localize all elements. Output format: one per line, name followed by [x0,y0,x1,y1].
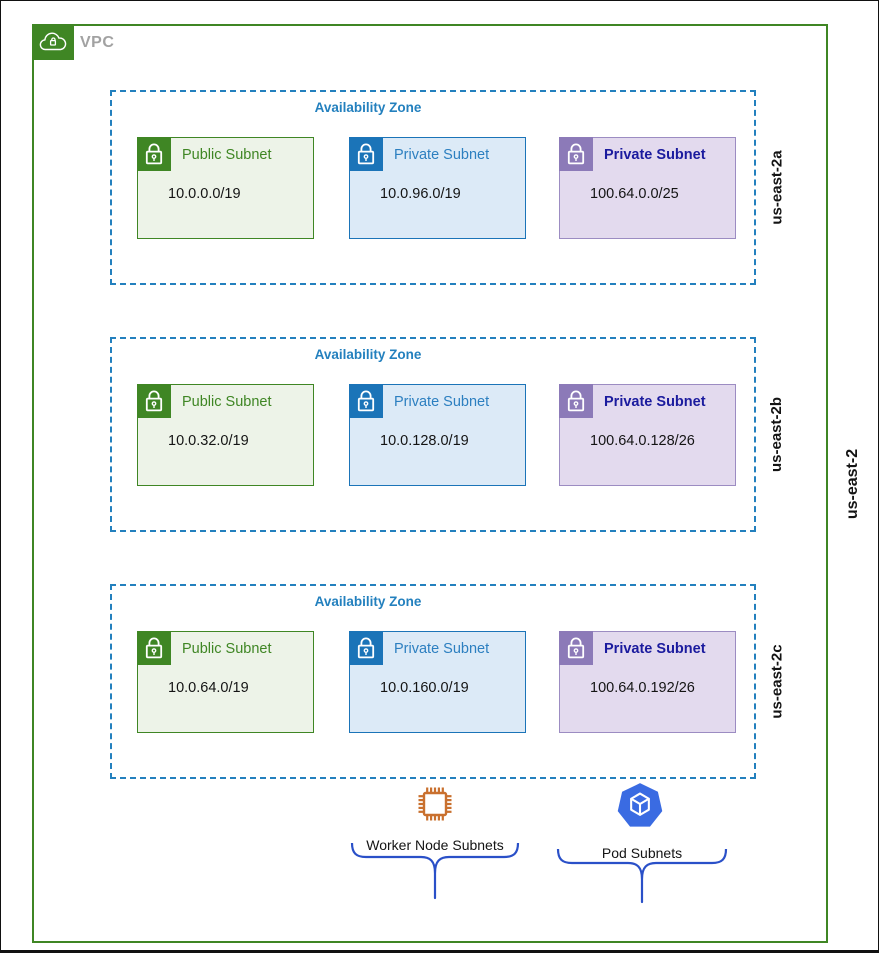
vpc-container: VPC Availability Zone Public Subnet 10.0… [32,24,828,943]
subnet-label: Private Subnet [394,394,490,410]
public-subnet-box: Public Subnet 10.0.32.0/19 [137,384,314,486]
vpc-label: VPC [80,34,115,51]
az-name-label-c: us-east-2c [768,644,786,719]
vpc-cloud-lock-icon [32,24,74,60]
pod-subnets-label: Pod Subnets [601,845,683,861]
subnet-cidr: 10.0.64.0/19 [168,680,249,696]
subnet-label: Public Subnet [182,147,272,163]
availability-zone-box-a: Availability Zone Public Subnet 10.0.0.0… [110,90,756,285]
public-subnet-box: Public Subnet 10.0.0.0/19 [137,137,314,239]
public-subnet-box: Public Subnet 10.0.64.0/19 [137,631,314,733]
subnet-cidr: 10.0.128.0/19 [380,433,469,449]
subnet-cidr: 100.64.0.192/26 [590,680,695,696]
lock-icon [349,631,383,665]
kubernetes-heptagon-cube-icon [614,779,666,831]
az-name-label-b: us-east-2b [768,396,786,473]
pod-subnets-brace [556,849,728,905]
subnet-cidr: 10.0.160.0/19 [380,680,469,696]
az-name-label-a: us-east-2a [768,150,786,225]
availability-zone-box-b: Availability Zone Public Subnet 10.0.32.… [110,337,756,532]
cpu-chip-icon [415,784,455,824]
subnet-cidr: 100.64.0.0/25 [590,186,679,202]
subnet-label: Private Subnet [394,641,490,657]
worker-subnets-brace [350,843,520,901]
availability-zone-box-c: Availability Zone Public Subnet 10.0.64.… [110,584,756,779]
private-pod-subnet-box: Private Subnet 100.64.0.0/25 [559,137,736,239]
private-subnet-box: Private Subnet 10.0.96.0/19 [349,137,526,239]
region-label: us-east-2 [844,448,861,519]
private-pod-subnet-box: Private Subnet 100.64.0.128/26 [559,384,736,486]
az-title: Availability Zone [314,100,422,115]
private-subnet-box: Private Subnet 10.0.128.0/19 [349,384,526,486]
lock-icon [559,631,593,665]
open-lock-icon [137,631,171,665]
subnet-cidr: 10.0.96.0/19 [380,186,461,202]
lock-icon [349,137,383,171]
private-pod-subnet-box: Private Subnet 100.64.0.192/26 [559,631,736,733]
lock-icon [559,384,593,418]
subnet-label: Private Subnet [604,641,706,657]
az-title: Availability Zone [314,594,422,609]
subnet-cidr: 10.0.32.0/19 [168,433,249,449]
subnet-label: Public Subnet [182,394,272,410]
private-subnet-box: Private Subnet 10.0.160.0/19 [349,631,526,733]
subnet-label: Private Subnet [604,147,706,163]
subnet-label: Private Subnet [604,394,706,410]
worker-node-subnets-label: Worker Node Subnets [366,837,504,853]
lock-icon [559,137,593,171]
subnet-cidr: 100.64.0.128/26 [590,433,695,449]
open-lock-icon [137,137,171,171]
lock-icon [349,384,383,418]
subnet-label: Private Subnet [394,147,490,163]
subnet-cidr: 10.0.0.0/19 [168,186,241,202]
open-lock-icon [137,384,171,418]
subnet-label: Public Subnet [182,641,272,657]
az-title: Availability Zone [314,347,422,362]
